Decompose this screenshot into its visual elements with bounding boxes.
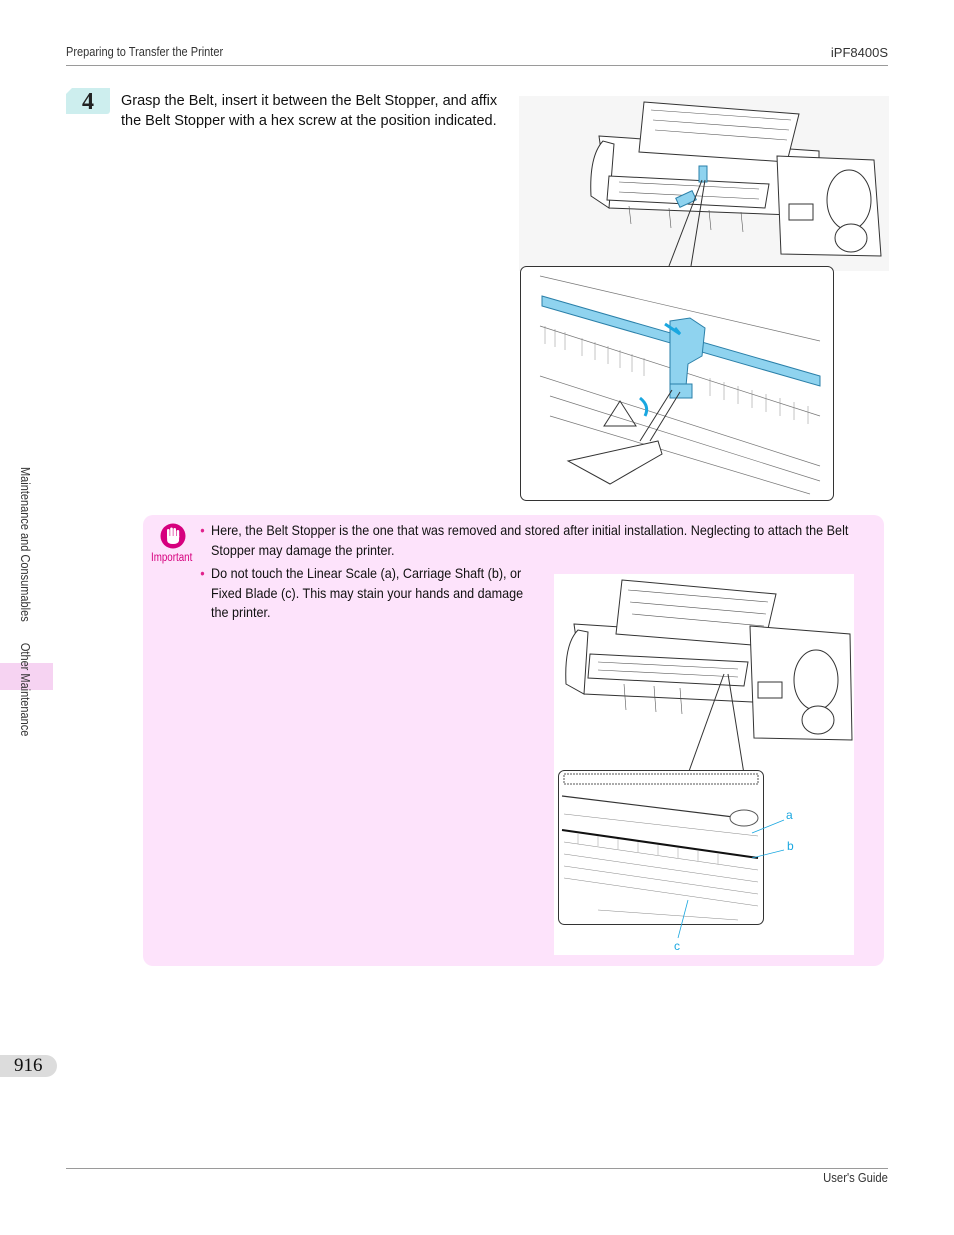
footer-guide: User's Guide <box>823 1171 888 1185</box>
important-label: Important <box>151 552 193 564</box>
printer-illustration <box>519 96 889 271</box>
belt-stopper-detail-illustration <box>520 266 834 501</box>
header-rule <box>66 65 888 66</box>
callout-c: c <box>674 939 680 953</box>
header-model: iPF8400S <box>830 45 888 60</box>
footer-rule <box>66 1168 888 1169</box>
sidebar-tab <box>0 663 53 690</box>
callout-leaders <box>677 819 785 939</box>
page-number-tab <box>0 1055 57 1077</box>
bullet-dot: • <box>200 522 205 538</box>
callout-a: a <box>786 808 793 822</box>
sidebar-chapter: Maintenance and Consumables <box>18 467 32 622</box>
important-bullet-1: • Here, the Belt Stopper is the one that… <box>200 521 877 560</box>
bullet-text: Do not touch the Linear Scale (a), Carri… <box>211 565 524 620</box>
step-instruction: Grasp the Belt, insert it between the Be… <box>121 93 498 129</box>
step-number-badge: 4 <box>66 88 110 114</box>
printer-illustration <box>565 579 853 774</box>
sidebar-nav: Maintenance and ConsumablesOther Mainten… <box>18 467 32 736</box>
bullet-dot: • <box>200 565 205 581</box>
bullet-text: Here, the Belt Stopper is the one that w… <box>211 522 849 558</box>
page-number: 916 <box>14 1055 43 1076</box>
important-bullet-2: • Do not touch the Linear Scale (a), Car… <box>200 564 544 623</box>
hand-stop-icon <box>160 523 186 549</box>
header-section-title: Preparing to Transfer the Printer <box>66 45 224 59</box>
sidebar-section: Other Maintenance <box>18 642 32 737</box>
carriage-detail-illustration <box>558 770 764 925</box>
callout-b: b <box>787 839 794 853</box>
